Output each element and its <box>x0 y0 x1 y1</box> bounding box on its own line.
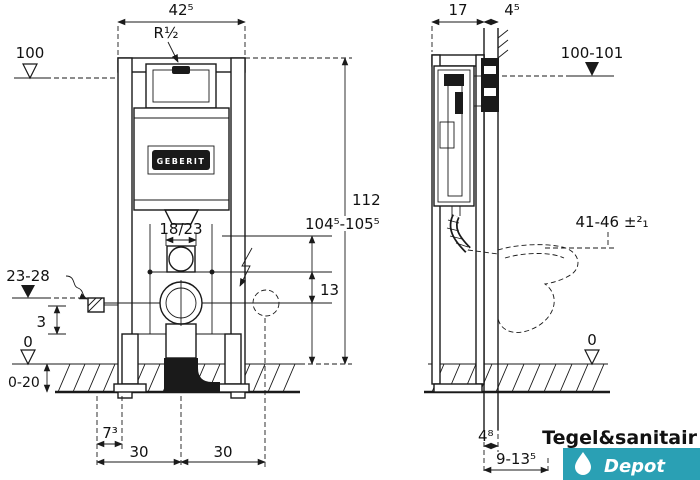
datum-triangle-inlet <box>21 285 35 298</box>
logo-sub: Depot <box>604 456 666 477</box>
dim-outlet-offset-label: 13 <box>320 281 339 299</box>
dim-wall-offset-label: 4⁸ <box>478 427 494 445</box>
dim-depths: 17 4⁵ <box>431 1 520 52</box>
pipe-into-bowl <box>467 249 499 255</box>
side-view: 17 4⁵ 100-101 41-46 ±²₁ 0 4⁸ <box>424 1 648 474</box>
datum-top-right: 100-101 <box>502 44 624 77</box>
dim-foot-label: 7³ <box>102 424 118 442</box>
datum-triangle-floor-left <box>20 349 36 366</box>
frame-right-rail <box>230 57 246 399</box>
label-mask <box>303 216 387 231</box>
foot-plate-right <box>216 383 250 393</box>
dim-total-height-label: 112 <box>352 191 381 209</box>
datum-top: 100 <box>14 44 118 80</box>
dim-foot: 7³ <box>96 396 123 450</box>
datum-triangle-floor-right <box>584 349 600 366</box>
foot-plate-left <box>113 383 147 393</box>
fixing-rods <box>147 224 215 334</box>
brand-label: GEBERIT <box>157 157 206 166</box>
datum-floor-left: 0 <box>12 333 46 366</box>
dim-bowl-height-label: 41-46 ±²₁ <box>576 213 649 231</box>
datum-inlet-label: 23-28 <box>6 267 50 285</box>
side-frame <box>431 54 485 393</box>
datum-top-right-label: 100-101 <box>561 44 624 62</box>
cistern-front: GEBERIT <box>133 107 230 225</box>
brand-badge-frame <box>147 145 215 175</box>
datum-inlet: 23-28 <box>6 267 88 299</box>
flush-plate-opening <box>145 63 217 109</box>
logo-name: Tegel&sanitair <box>542 427 697 449</box>
bowl-outline <box>497 244 579 333</box>
side-foot <box>433 383 483 393</box>
front-view: GEBERIT <box>6 1 387 468</box>
dim-total-height: 112 <box>245 57 381 365</box>
dim-legs: 30 30 <box>96 318 266 468</box>
lightning-icon <box>239 247 253 287</box>
datum-triangle-top <box>22 63 38 80</box>
frame-left-rail <box>117 57 133 399</box>
fill-valve <box>444 74 464 86</box>
valve-stem <box>455 92 463 114</box>
dim-leg-right-label: 30 <box>213 443 232 461</box>
dim-inlet-offset-label: 3 <box>36 313 46 331</box>
wall-hatch <box>497 29 509 59</box>
datum-floor-right: 0 <box>576 331 608 366</box>
frame-leg-right <box>224 333 242 385</box>
flush-funnel <box>163 209 200 225</box>
water-connection-nut <box>172 66 190 74</box>
dim-floor-range: 0-20 <box>8 363 51 393</box>
logo: Tegel&sanitair Depot <box>542 427 700 480</box>
cistern-side <box>433 65 481 216</box>
dim-bottom-right: 4⁸ 9-13⁵ <box>478 394 549 474</box>
plate-slot-2 <box>484 88 496 96</box>
pipe-inner <box>451 214 470 252</box>
logo-droplet-icon <box>575 452 591 475</box>
dim-frame-width-label: 42⁵ <box>168 1 193 19</box>
dim-plate-height: 104⁵-105⁵ 13 <box>222 215 387 365</box>
inlet-hatch <box>87 297 103 313</box>
toilet-bowl <box>497 244 579 333</box>
cistern-side-inner <box>437 69 471 203</box>
datum-triangle-top-right <box>585 62 599 76</box>
water-supply <box>65 275 118 313</box>
flush-bend-box <box>166 245 196 273</box>
pipe-ribs <box>446 219 469 248</box>
float <box>439 121 455 149</box>
dim-leg-left-label: 30 <box>129 443 148 461</box>
datum-top-label: 100 <box>16 44 45 62</box>
alt-outlet-dashed-circle <box>252 289 280 317</box>
hose-icon <box>65 275 88 300</box>
flush-bend-circle <box>168 246 194 272</box>
dim-bolt-spacing-label: 18/23 <box>159 220 202 238</box>
dim-floor-range-label: 0-20 <box>8 375 40 391</box>
dim-plate-depth-label: 4⁵ <box>504 1 520 19</box>
bowl-rim-inner <box>504 253 565 259</box>
dim-plate-height-label: 104⁵-105⁵ <box>305 215 380 233</box>
drain-elbow <box>164 358 220 392</box>
connections-front <box>104 245 332 392</box>
dim-frame-width: 42⁵ R½ <box>117 1 246 63</box>
datum-floor-left-label: 0 <box>23 333 33 351</box>
dim-bowl-height: 41-46 ±²₁ <box>545 213 649 249</box>
dim-frame-depth-label: 17 <box>448 1 467 19</box>
plate-slot-1 <box>484 66 496 74</box>
water-connection-label: R½ <box>154 24 179 42</box>
dim-outlet-depth-label: 9-13⁵ <box>496 450 536 468</box>
brand-badge <box>152 150 210 170</box>
r-half-leader <box>167 41 179 63</box>
drain-pipe <box>165 323 197 359</box>
flush-plate-side <box>481 58 499 112</box>
dim-bolt-spacing: 18/23 <box>159 220 203 246</box>
frame-leg-left <box>121 333 139 385</box>
dim-inlet-offset: 3 <box>36 305 66 335</box>
flush-pipe <box>446 214 499 255</box>
datum-floor-right-label: 0 <box>587 331 597 349</box>
